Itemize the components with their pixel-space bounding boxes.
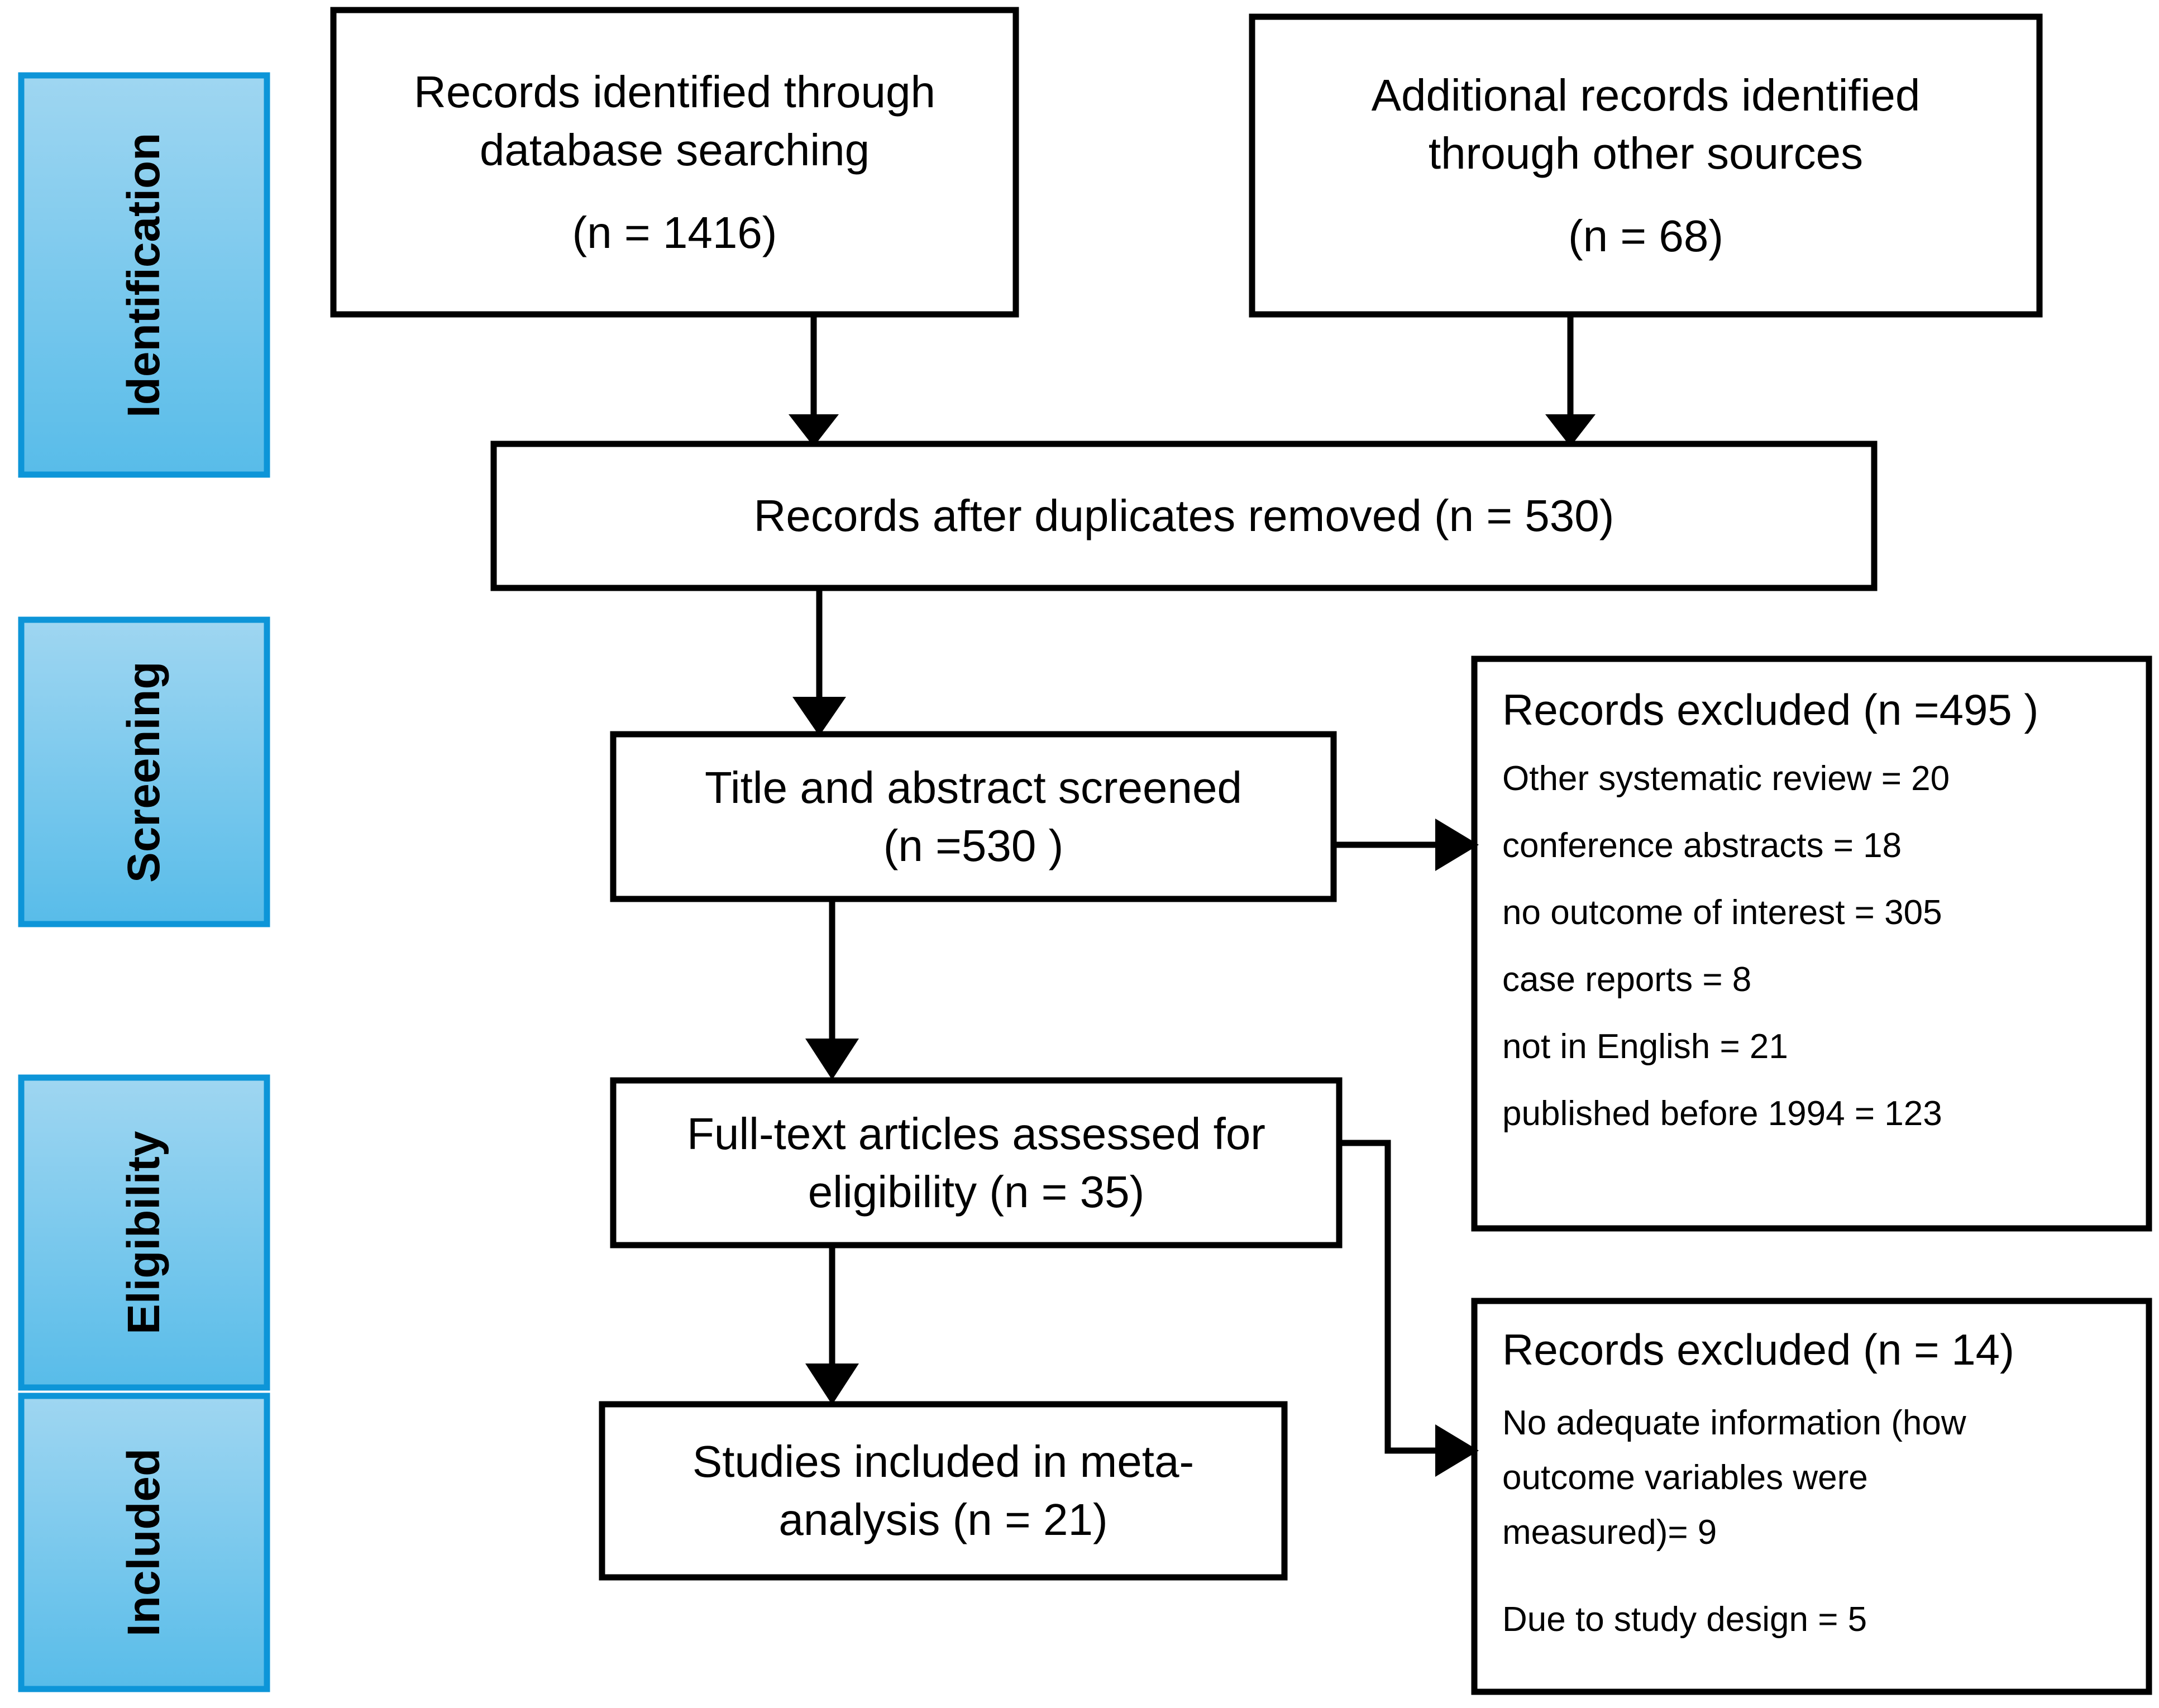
phase-chip-screening bbox=[18, 616, 270, 927]
phase-chip-included bbox=[18, 1393, 270, 1692]
connector-other-to-duplicates bbox=[1545, 314, 1596, 447]
phase-chip-identification bbox=[18, 72, 270, 478]
connector-fulltext-to-included bbox=[805, 1245, 859, 1405]
box-records-excluded-eligibility bbox=[1471, 1298, 2152, 1695]
connector-screened-to-excluded bbox=[1334, 819, 1479, 871]
box-database-records bbox=[330, 7, 1019, 318]
box-studies-included bbox=[599, 1401, 1288, 1581]
box-full-text-assessed bbox=[610, 1077, 1343, 1248]
connector-fulltext-to-excluded bbox=[1339, 1140, 1479, 1477]
box-records-excluded-screening bbox=[1471, 656, 2152, 1232]
connector-duplicates-to-screened bbox=[792, 588, 846, 736]
box-other-records bbox=[1249, 13, 2043, 318]
connector-screened-to-fulltext bbox=[805, 899, 859, 1080]
box-title-abstract-screened bbox=[610, 731, 1337, 902]
box-after-duplicates bbox=[490, 441, 1878, 591]
connector-database-to-duplicates bbox=[789, 314, 839, 447]
phase-chip-eligibility bbox=[18, 1074, 270, 1391]
